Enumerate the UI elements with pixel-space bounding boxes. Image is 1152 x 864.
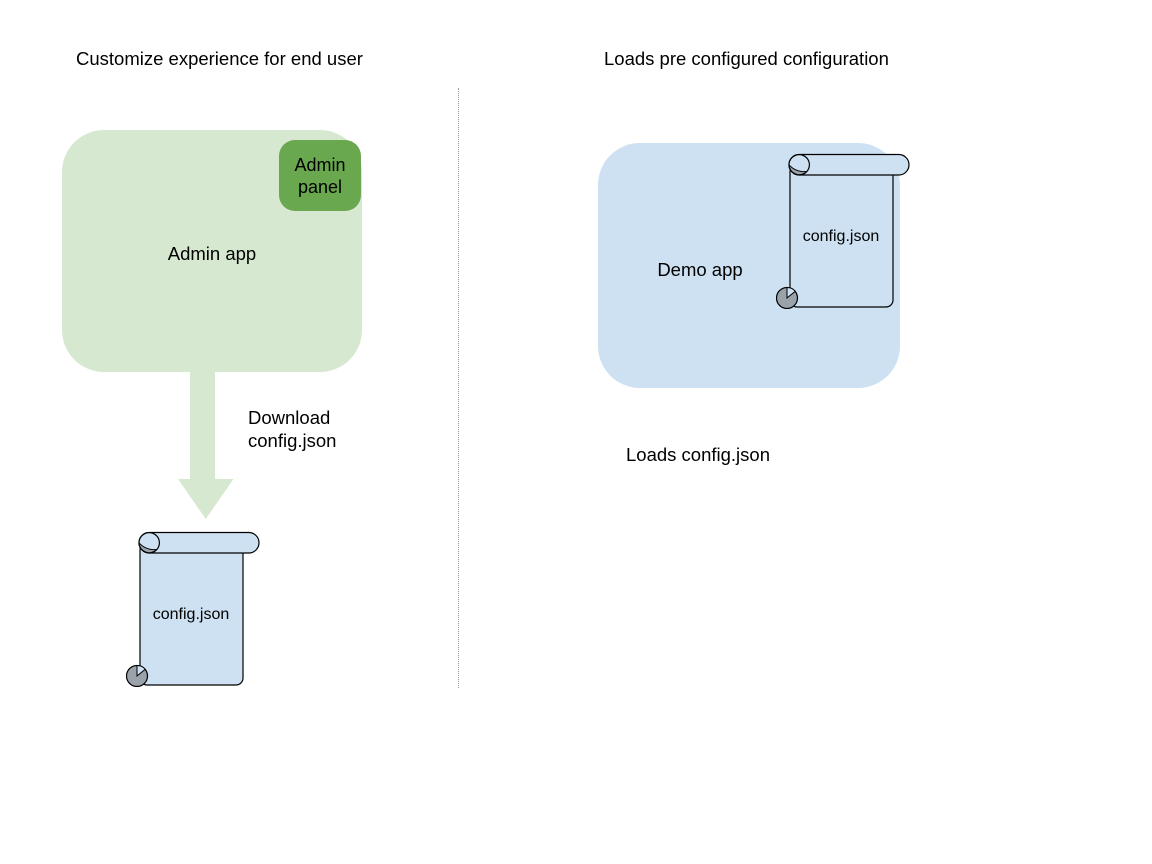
left-section-title: Customize experience for end user bbox=[76, 48, 363, 69]
demo-app-label: Demo app bbox=[657, 259, 743, 280]
download-caption: Download config.json bbox=[248, 407, 337, 451]
admin-panel-box: Admin panel bbox=[279, 140, 361, 211]
config-scroll-right: config.json bbox=[776, 153, 910, 309]
admin-app-box: Admin app Admin panel bbox=[62, 130, 362, 372]
config-file-label-right: config.json bbox=[803, 228, 880, 245]
download-arrow-icon bbox=[178, 371, 234, 519]
config-scroll-left: config.json bbox=[126, 531, 260, 687]
section-divider bbox=[458, 88, 459, 688]
admin-app-label: Admin app bbox=[167, 243, 257, 264]
config-file-label-left: config.json bbox=[153, 606, 230, 623]
loads-config-caption: Loads config.json bbox=[626, 444, 770, 465]
admin-panel-label: Admin panel bbox=[294, 154, 346, 197]
right-section-title: Loads pre configured configuration bbox=[604, 48, 889, 69]
